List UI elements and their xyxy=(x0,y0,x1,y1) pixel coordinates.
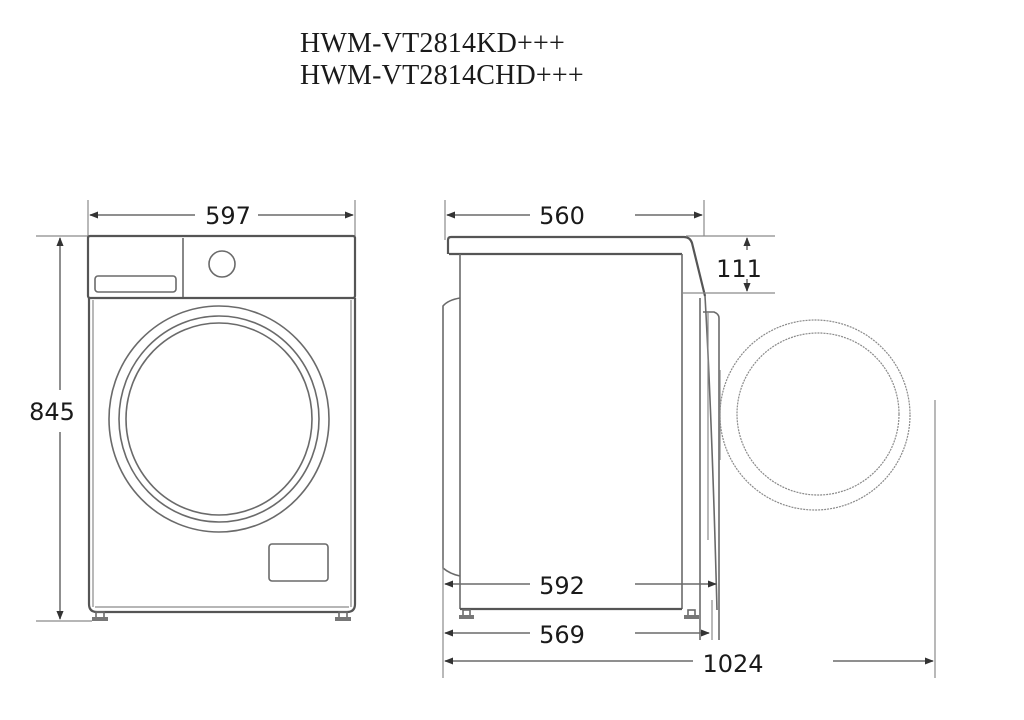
detergent-drawer xyxy=(94,275,177,293)
depth-with-door-label: 592 xyxy=(539,572,585,600)
depth-top-dimension: 560 xyxy=(446,202,703,230)
rear-panel xyxy=(442,297,461,577)
door xyxy=(108,305,330,533)
top-panel-height-dimension: 111 xyxy=(716,237,762,292)
model-name-1: HWM-VT2814KD+++ xyxy=(300,28,566,59)
front-view: 597 845 xyxy=(29,200,357,622)
height-label: 845 xyxy=(29,398,75,426)
height-dimension: 845 xyxy=(29,237,75,620)
width-label: 597 xyxy=(205,202,251,230)
open-door xyxy=(719,319,911,511)
depth-with-door-dimension: 592 xyxy=(444,572,717,600)
door-profile xyxy=(704,295,718,611)
side-view: 560 111 xyxy=(442,200,936,678)
depth-door-open-dimension: 1024 xyxy=(444,650,934,678)
model-name-2: HWM-VT2814CHD+++ xyxy=(300,60,584,91)
top-panel-height-label: 111 xyxy=(716,255,762,283)
depth-door-open-label: 1024 xyxy=(702,650,763,678)
side-feet xyxy=(459,609,699,619)
model-title: HWM-VT2814KD+++ HWM-VT2814CHD+++ xyxy=(300,28,584,92)
cabinet xyxy=(87,298,357,614)
feet xyxy=(92,611,351,621)
depth-feet-dimension: 569 xyxy=(444,621,710,649)
depth-feet-label: 569 xyxy=(539,621,585,649)
program-knob xyxy=(208,250,236,278)
filter-cover xyxy=(268,543,329,582)
depth-top-label: 560 xyxy=(539,202,585,230)
width-dimension: 597 xyxy=(89,202,354,230)
top-panel xyxy=(446,235,707,297)
control-panel xyxy=(86,234,357,300)
